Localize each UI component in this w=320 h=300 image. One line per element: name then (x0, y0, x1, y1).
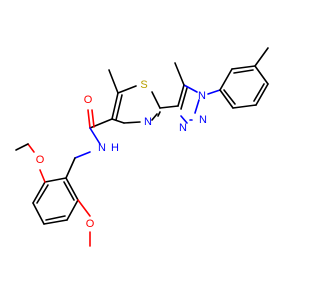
amide-group (74, 109, 113, 159)
bond (65, 177, 79, 201)
amide-nitrogen-label: N (98, 142, 106, 154)
bond (255, 83, 269, 106)
bond (43, 219, 68, 225)
methoxy-bond (39, 169, 46, 183)
bond (44, 177, 67, 183)
bond (157, 111, 161, 117)
structure-svg: S N O N H N N N O O (15, 47, 269, 247)
molecule-diagram: S N O N H N N N O O (15, 47, 269, 247)
carbonyl-bond (87, 109, 91, 129)
thiazole-nitrogen-label: N (144, 116, 152, 128)
methoxy-bond (27, 143, 35, 153)
triazole-ring (177, 84, 200, 124)
bond (177, 84, 185, 107)
methyl-bond (108, 69, 119, 94)
bond (117, 85, 137, 94)
bond (253, 83, 265, 102)
triazole-n3-label: N (179, 122, 187, 134)
amide-n-bond (89, 127, 101, 145)
bond (219, 68, 233, 91)
bond (45, 215, 66, 221)
thiazole-ring (111, 85, 161, 124)
bond (151, 113, 158, 121)
methyl-bond (254, 47, 269, 67)
bond (63, 181, 75, 201)
bond (65, 157, 76, 179)
methoxy-oxygen-top-label: O (36, 154, 45, 166)
bond (219, 89, 234, 109)
bond (111, 92, 119, 120)
bond (233, 69, 254, 74)
methyl-bond (174, 62, 185, 86)
methoxy-oxygen-bottom-label: O (86, 218, 95, 230)
n-ch2-bond (74, 151, 91, 159)
bond (207, 89, 221, 95)
amide-hydrogen-label: H (111, 142, 119, 154)
bond (223, 89, 236, 105)
triazole-n1-label: N (198, 90, 206, 102)
bond (151, 91, 161, 109)
bond (183, 84, 198, 93)
bond (194, 99, 200, 114)
bond (123, 121, 141, 124)
amide-oxygen-label: O (84, 94, 93, 106)
bond (32, 202, 45, 225)
bond (32, 181, 46, 204)
bond (115, 94, 123, 121)
tolyl-ring (207, 47, 269, 109)
methoxy-bond (15, 143, 29, 151)
methoxy-bond (77, 199, 91, 217)
dimethoxyphenyl-ring (32, 157, 79, 225)
bond (254, 65, 269, 85)
thiazole-triazole-bond (159, 105, 179, 109)
bond (232, 104, 257, 109)
bond (36, 184, 49, 204)
bond (180, 87, 188, 110)
bond (111, 118, 125, 124)
sulfur-atom-label: S (140, 79, 147, 91)
triazole-n2-label: N (199, 114, 207, 126)
bond (66, 199, 79, 221)
carbonyl-bond (91, 109, 95, 128)
bond (231, 65, 256, 70)
bond (180, 115, 188, 124)
